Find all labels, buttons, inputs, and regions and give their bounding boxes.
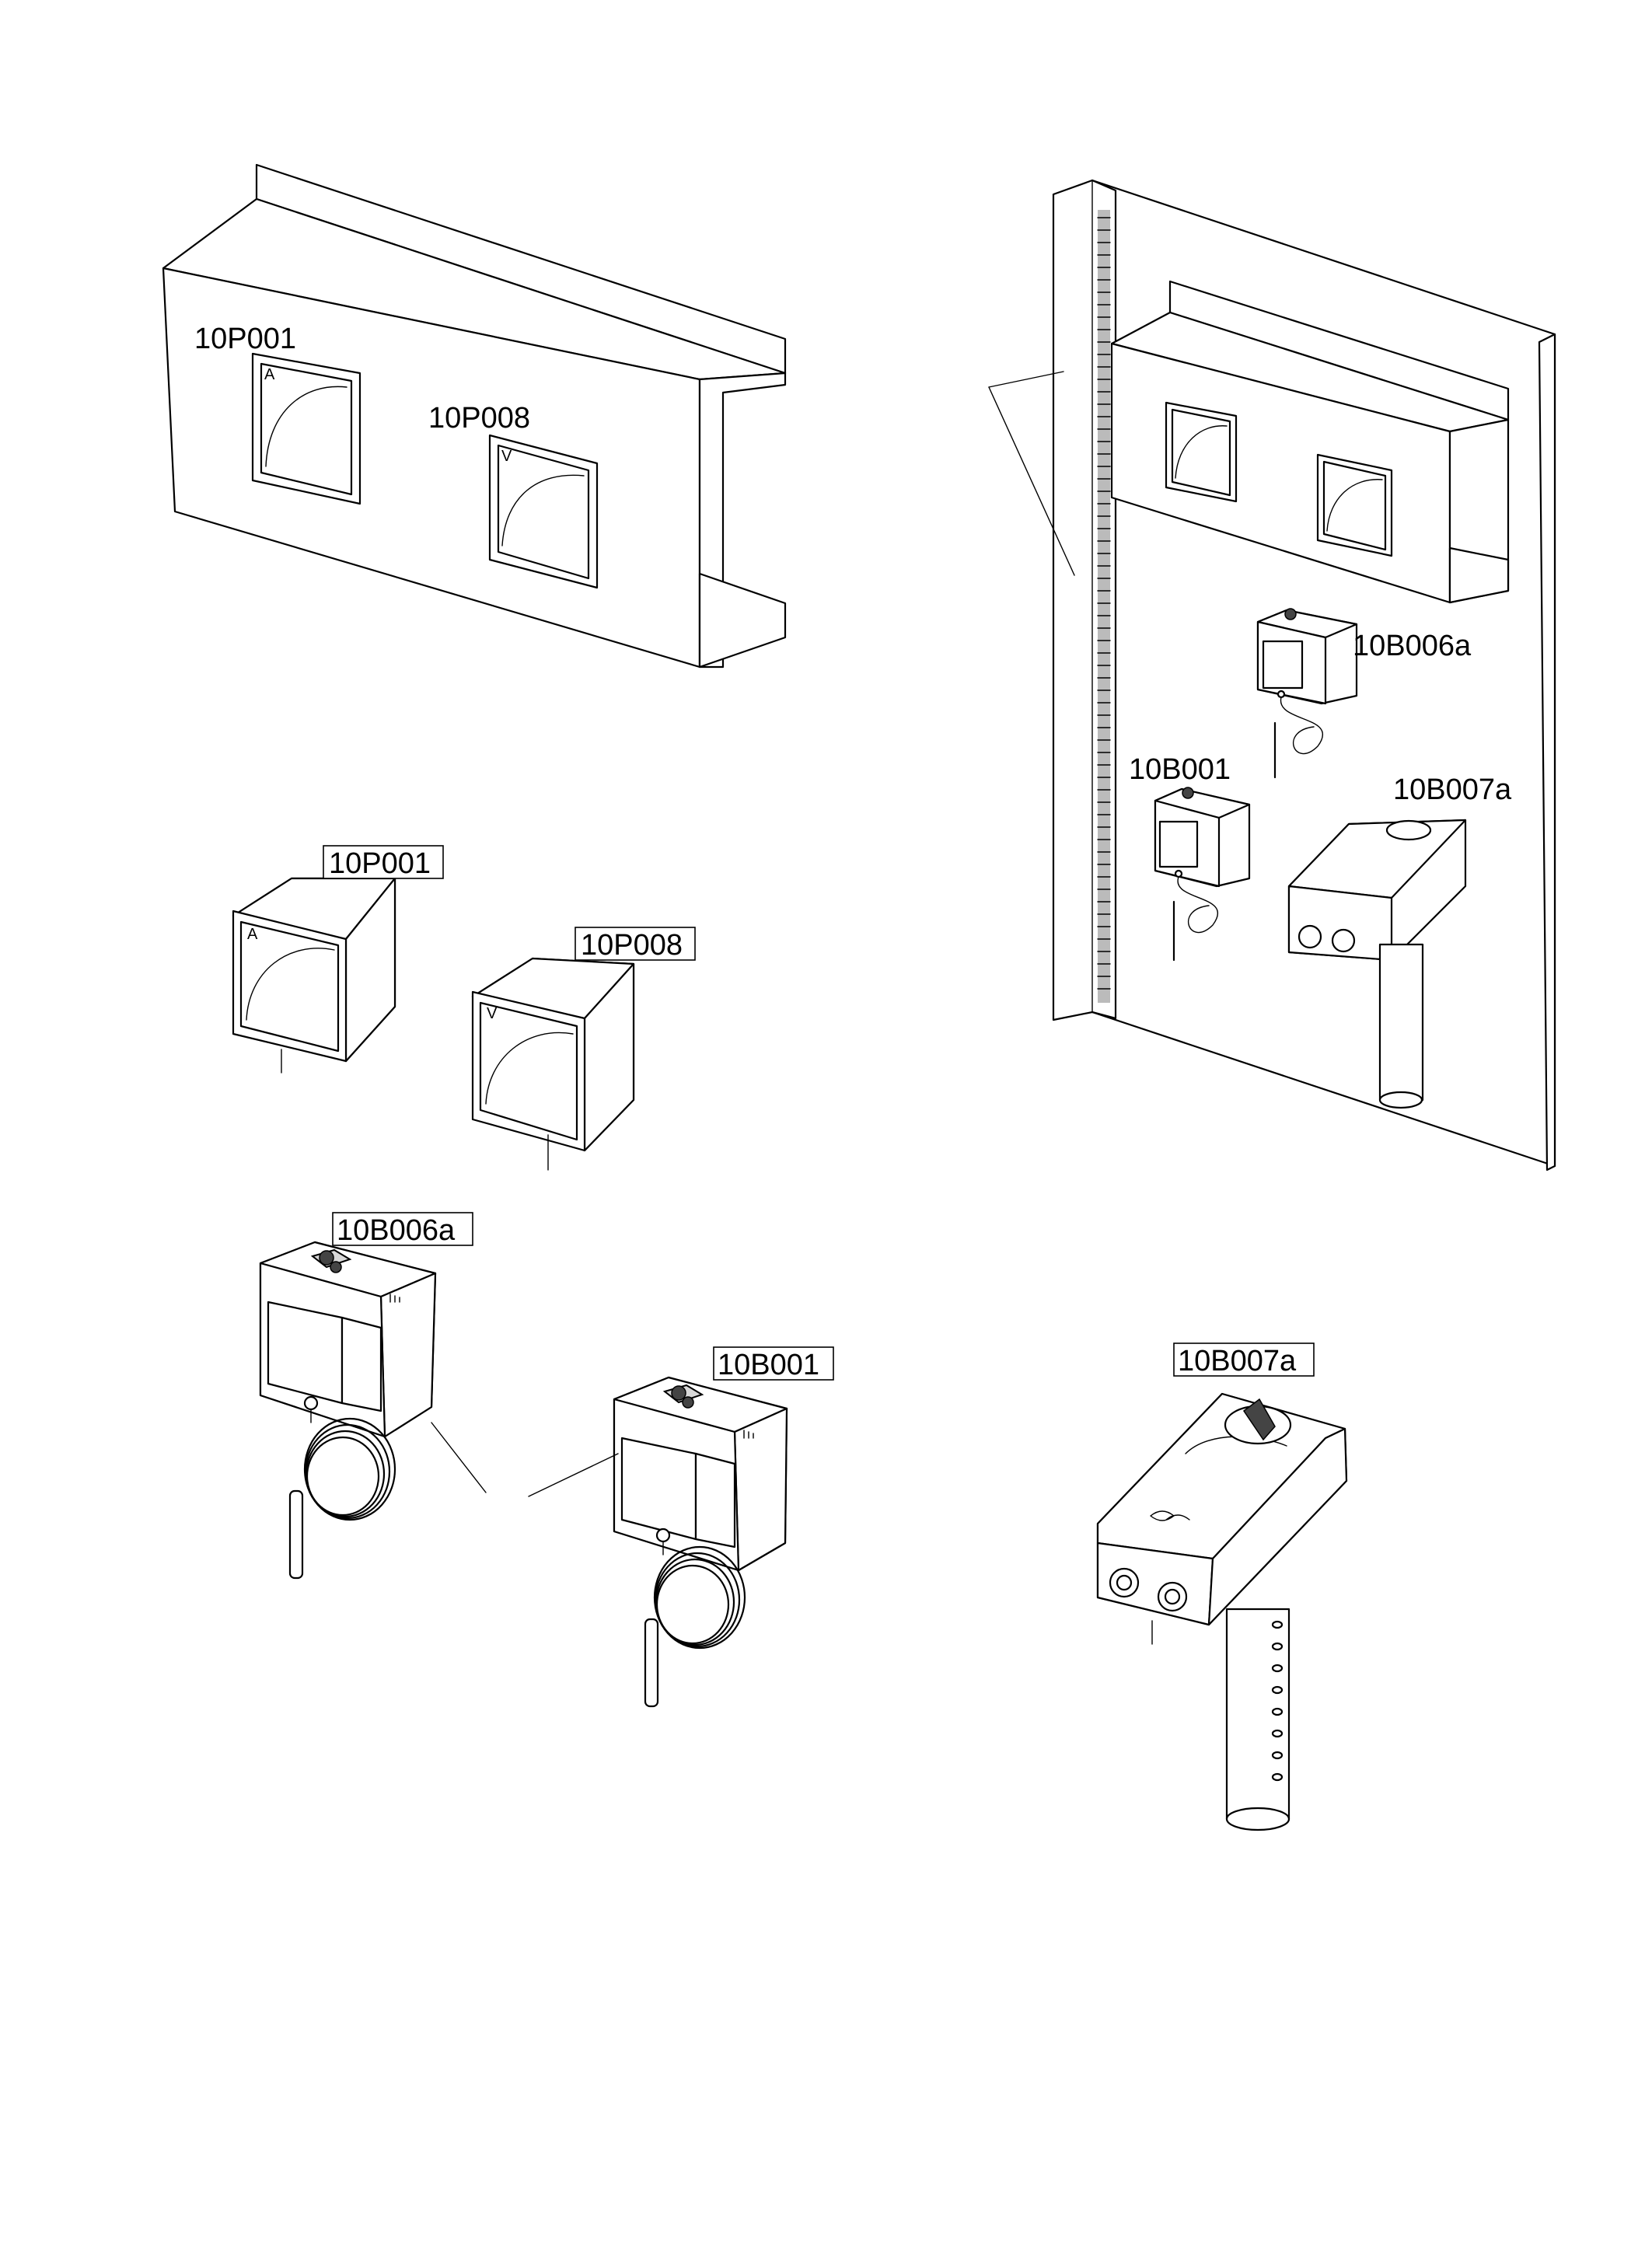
voltmeter-detail: V bbox=[471, 957, 635, 1171]
voltmeter-label-box: 10P008 bbox=[575, 927, 696, 962]
humidistat-probe-holes bbox=[1271, 1620, 1284, 1782]
panel-thermostat-a bbox=[1256, 608, 1358, 779]
panel-humidistat bbox=[1287, 819, 1467, 1109]
humidistat-detail bbox=[1096, 1392, 1348, 1831]
thermostat-a-label-box: 10B006a bbox=[332, 1212, 473, 1247]
panel-thermostat-b-label: 10B001 bbox=[1129, 753, 1231, 786]
meter-rail-assembly: A V 10P001 10P008 bbox=[162, 163, 787, 669]
panel-ammeter bbox=[1165, 401, 1238, 503]
rail-ammeter-label: 10P001 bbox=[194, 323, 296, 355]
rail-voltmeter: V bbox=[488, 434, 599, 589]
thermostat-b-label: 10B001 bbox=[718, 1349, 819, 1381]
ammeter-glyph: A bbox=[247, 926, 258, 943]
rail-voltmeter-glyph: V bbox=[501, 448, 512, 465]
voltmeter-label: 10P008 bbox=[581, 929, 683, 962]
panel-thermostat-b bbox=[1154, 787, 1251, 962]
panel-voltmeter bbox=[1316, 453, 1393, 557]
rail-ammeter-glyph: A bbox=[264, 366, 275, 383]
duct-slots bbox=[1097, 210, 1111, 1003]
thermostat-a-detail bbox=[259, 1241, 487, 1580]
thermostat-b-detail bbox=[528, 1376, 788, 1708]
humidistat-label-box: 10B007a bbox=[1173, 1342, 1315, 1377]
panel-thermostat-a-label: 10B006a bbox=[1353, 630, 1472, 662]
humidistat-label: 10B007a bbox=[1178, 1345, 1297, 1377]
rail-ammeter: A bbox=[251, 352, 361, 505]
ammeter-detail: A bbox=[232, 877, 396, 1074]
rail-voltmeter-label: 10P008 bbox=[428, 402, 530, 435]
thermostat-b-label-box: 10B001 bbox=[713, 1346, 834, 1381]
voltmeter-glyph: V bbox=[487, 1005, 498, 1022]
cabinet-panel-assembly: 10B006a 10B001 10B007a bbox=[988, 179, 1556, 1171]
ammeter-label-box: 10P001 bbox=[323, 845, 444, 880]
ammeter-label: 10P001 bbox=[329, 847, 431, 880]
thermostat-a-label: 10B006a bbox=[337, 1214, 456, 1247]
panel-humidistat-label: 10B007a bbox=[1393, 773, 1512, 806]
